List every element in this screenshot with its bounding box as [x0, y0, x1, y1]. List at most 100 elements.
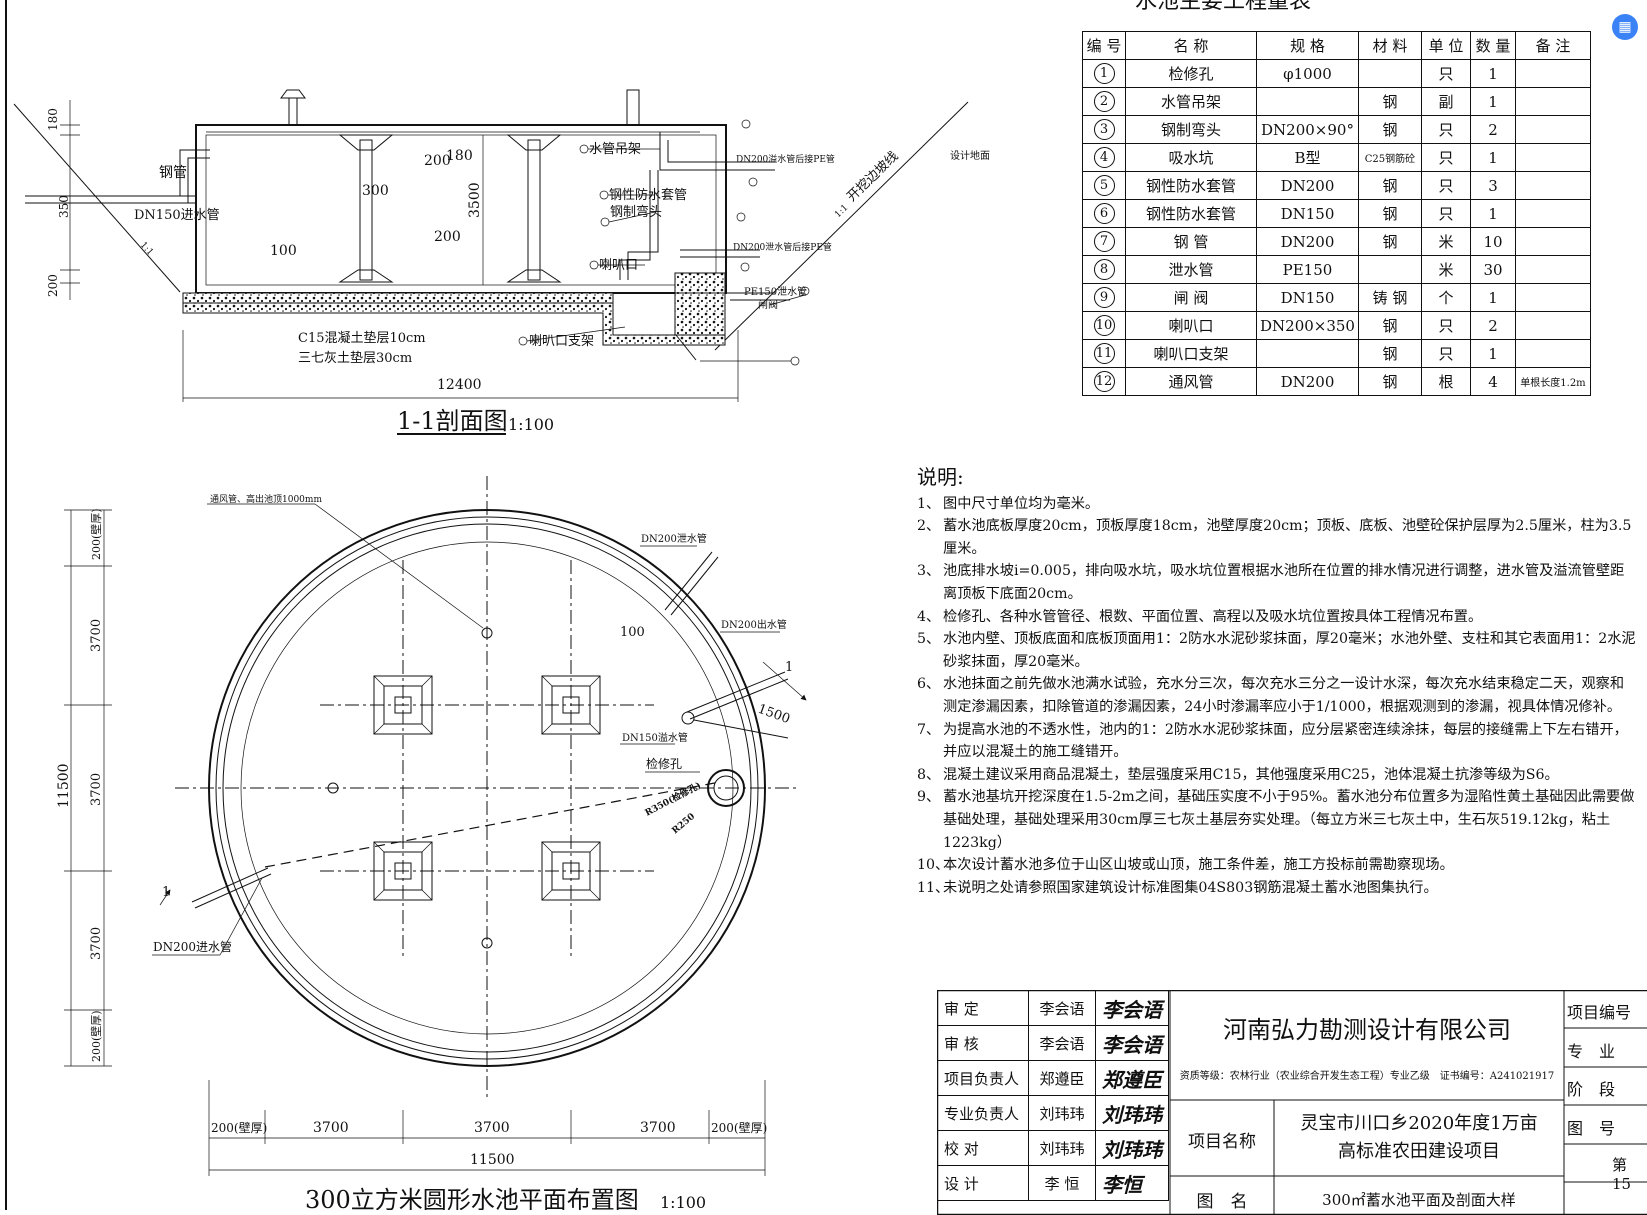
cell-qty: 3 — [1470, 172, 1515, 200]
dim-bottom-wall-left: 200(壁厚) — [211, 1120, 267, 1135]
signoff-name: 刘玮玮 — [1029, 1096, 1096, 1131]
cell-name: 通风管 — [1126, 368, 1257, 396]
label-drawing-number: 图 号 — [1567, 1115, 1615, 1139]
page-number: 第 15 — [1612, 1154, 1647, 1193]
note-text: 图中尺寸单位均为毫米。 — [943, 493, 1099, 516]
row-number-badge: 6 — [1094, 203, 1115, 224]
row-number-badge: 2 — [1094, 91, 1115, 112]
company-qualification: 资质等级：农林行业（农业综合开发生态工程）专业乙级 证书编号：A24102191… — [1170, 1067, 1564, 1082]
signoff-table: 审 定李会语李会语审 核李会语李会语项目负责人郑遵臣郑遵臣专业负责人刘玮玮刘玮玮… — [937, 990, 1169, 1201]
cell-qty: 2 — [1470, 116, 1515, 144]
dim-180: 180 — [46, 108, 60, 131]
cell-spec: DN200 — [1257, 172, 1359, 200]
notes-section: 说明: 1、图中尺寸单位均为毫米。2、蓄水池底板厚度20cm，顶板厚度18cm，… — [917, 466, 1637, 899]
signoff-row: 设 计李 恒李恒 — [938, 1166, 1169, 1201]
label-inlet-pipe: DN150进水管 — [134, 208, 220, 223]
cell-name: 钢制弯头 — [1126, 116, 1257, 144]
cell-unit: 只 — [1421, 144, 1470, 172]
cell-no: 3 — [1083, 116, 1126, 144]
cell-material: 钢 — [1358, 340, 1421, 368]
note-item: 5、水池内壁、顶板底面和底板顶面用1：2防水水泥砂浆抹面，厚20毫米；水池外壁、… — [917, 628, 1637, 673]
row-number-badge: 7 — [1094, 231, 1115, 252]
dim-left-3: 3700 — [89, 927, 104, 960]
cell-no: 2 — [1083, 88, 1126, 116]
signoff-role: 审 定 — [938, 991, 1029, 1026]
row-number-badge: 10 — [1094, 315, 1115, 336]
label-lime-layer: 三七灰土垫层30cm — [298, 350, 412, 366]
signoff-role: 项目负责人 — [938, 1061, 1029, 1096]
cell-name: 水管吊架 — [1126, 88, 1257, 116]
plan-title: 300立方米圆形水池平面布置图 — [305, 1186, 639, 1210]
cell-no: 12 — [1083, 368, 1126, 396]
note-text: 水池内壁、顶板底面和底板顶面用1：2防水水泥砂浆抹面，厚20毫米；水池外壁、支柱… — [943, 628, 1637, 673]
row-number-badge: 9 — [1094, 287, 1115, 308]
plan-scale: 1:100 — [660, 1193, 706, 1210]
notes-heading: 说明: — [917, 466, 1637, 489]
note-text: 为提高水池的不透水性，池内的1：2防水水泥砂浆抹面，应分层紧密连续涂抹，每层的接… — [943, 719, 1637, 764]
dim-left-total: 11500 — [56, 763, 72, 808]
plan-view: 通风管、高出池顶1000mm DN200泄水管 DN200出水管 DN150溢水… — [56, 476, 806, 1210]
cell-qty: 1 — [1470, 88, 1515, 116]
signoff-signature: 李会语 — [1096, 991, 1169, 1026]
cell-remark — [1515, 312, 1590, 340]
signoff-name: 郑遵臣 — [1029, 1061, 1096, 1096]
document-icon[interactable]: ▦ — [1612, 14, 1638, 40]
note-item: 8、混凝土建议采用商品混凝土，垫层强度采用C15，其他强度采用C25，池体混凝土… — [917, 764, 1637, 787]
notes-list: 1、图中尺寸单位均为毫米。2、蓄水池底板厚度20cm，顶板厚度18cm，池壁厚度… — [917, 493, 1637, 900]
cell-material — [1358, 256, 1421, 284]
label-slope-line: 开挖边坡线 — [844, 149, 901, 205]
cell-qty: 1 — [1470, 144, 1515, 172]
manhole-riser — [627, 90, 639, 125]
cell-material — [1358, 60, 1421, 88]
left-slope-line — [14, 104, 180, 292]
table-title: 水池主要工程量表 — [1135, 0, 1311, 14]
cell-spec: B型 — [1257, 144, 1359, 172]
label-sleeve: 钢性防水套管 — [609, 187, 687, 203]
dim-plan-1500: 1500 — [756, 702, 792, 727]
label-concrete-layer: C15混凝土垫层10cm — [298, 330, 426, 346]
cell-qty: 30 — [1470, 256, 1515, 284]
dim-180-top: 180 — [446, 148, 473, 164]
cell-qty: 1 — [1470, 60, 1515, 88]
cell-unit: 只 — [1421, 340, 1470, 368]
vent-pipe-left — [281, 90, 305, 125]
cell-unit: 米 — [1421, 228, 1470, 256]
note-item: 11、未说明之处请参照国家建筑设计标准图集04S803钢筋混凝土蓄水池图集执行。 — [917, 877, 1637, 900]
cell-qty: 1 — [1470, 340, 1515, 368]
row-number-badge: 3 — [1094, 119, 1115, 140]
cell-qty: 4 — [1470, 368, 1515, 396]
cell-material: C25钢筋砼 — [1358, 144, 1421, 172]
cell-remark — [1515, 88, 1590, 116]
label-drain: DN200泄水管 — [641, 532, 707, 545]
cell-unit: 只 — [1421, 200, 1470, 228]
cell-qty: 2 — [1470, 312, 1515, 340]
cell-no: 6 — [1083, 200, 1126, 228]
cell-material: 铸 钢 — [1358, 284, 1421, 312]
cell-unit: 只 — [1421, 172, 1470, 200]
cell-remark — [1515, 340, 1590, 368]
cell-no: 4 — [1083, 144, 1126, 172]
header-material: 材 料 — [1358, 32, 1421, 60]
note-number: 5、 — [917, 628, 943, 673]
section-mark-top: 1 — [785, 660, 793, 675]
label-drain-pe: DN200泄水管后接PE管 — [733, 241, 832, 253]
note-number: 2、 — [917, 515, 943, 560]
row-number-badge: 5 — [1094, 175, 1115, 196]
signoff-row: 项目负责人郑遵臣郑遵臣 — [938, 1061, 1169, 1096]
section-view: 钢管 DN150进水管 水管吊架 DN200溢水管后接PE管 钢性防水套管 钢制… — [14, 90, 990, 435]
label-steel-pipe: 钢管 — [159, 165, 187, 181]
cell-remark — [1515, 256, 1590, 284]
note-text: 水池抹面之前先做水池满水试验，充水分三次，每次充水三分之一设计水深，每次充水结束… — [943, 673, 1637, 718]
column-2 — [508, 135, 560, 282]
signoff-signature: 李恒 — [1096, 1166, 1169, 1201]
cell-remark — [1515, 144, 1590, 172]
sump-pit — [675, 273, 725, 335]
section-mark-bottom: 1 — [162, 885, 170, 900]
cell-remark — [1515, 116, 1590, 144]
